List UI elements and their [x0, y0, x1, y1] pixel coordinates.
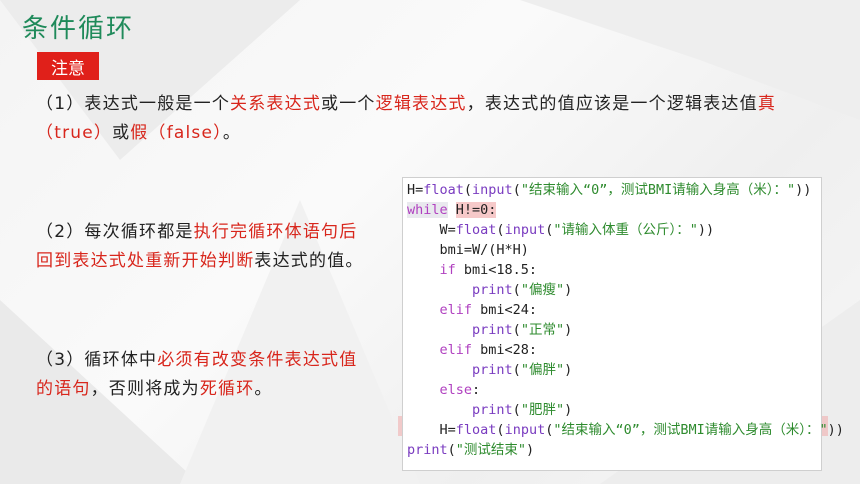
code-token: ( [496, 222, 505, 238]
code-token: ) [564, 282, 573, 298]
code-token: ( [463, 182, 473, 198]
code-line: print("偏胖") [407, 360, 572, 380]
code-line: else: [407, 380, 481, 400]
code-line: H=float(input("结束输入“0”，测试BMI请输入身高（米）：")) [407, 180, 811, 200]
code-token: ( [512, 322, 521, 338]
body-text: ，否则将成为 [90, 379, 200, 399]
code-token: print [472, 402, 513, 418]
code-line: H=float(input("结束输入“0”，测试BMI请输入身高（米）：")) [407, 420, 844, 440]
code-token: bmi<28: [472, 342, 538, 358]
code-line: if bmi<18.5: [407, 260, 538, 280]
code-token: input [472, 182, 513, 198]
point-1: （1）表达式一般是一个关系表达式或一个逻辑表达式，表达式的值应该是一个逻辑表达值… [36, 90, 816, 148]
code-token: bmi<24: [472, 302, 538, 318]
emphasis-text: 假（false） [130, 123, 223, 143]
code-token: ) [564, 402, 573, 418]
code-line: print("正常") [407, 320, 572, 340]
code-line: print("偏瘦") [407, 280, 572, 300]
code-token: H= [439, 422, 456, 438]
code-line: print("测试结束") [407, 440, 534, 460]
body-text: 。 [222, 123, 242, 143]
emphasis-text: 执行完循环体语句后回到表达式处重新开始判断 [36, 222, 358, 271]
code-token: ( [512, 362, 521, 378]
code-token: ) [526, 442, 535, 458]
code-token: ( [512, 402, 521, 418]
body-text: 或一个 [321, 94, 376, 114]
code-token: "肥胖" [520, 402, 565, 418]
code-token: input [504, 422, 546, 438]
code-token: print [472, 362, 513, 378]
code-token: print [472, 322, 513, 338]
code-token: ( [496, 422, 505, 438]
body-text: 或 [112, 123, 131, 143]
code-token: "偏胖" [520, 362, 565, 378]
code-token: ( [512, 282, 521, 298]
code-token: float [423, 182, 464, 198]
notice-badge: 注意 [37, 52, 99, 80]
code-token: )) [697, 222, 715, 238]
code-line: print("肥胖") [407, 400, 572, 420]
code-token: float [455, 222, 497, 238]
emphasis-text: 真（true） [36, 94, 777, 143]
code-token: elif [439, 342, 473, 358]
code-token: ( [447, 442, 456, 458]
code-token: : [472, 382, 481, 398]
code-token: else [439, 382, 473, 398]
code-token: ) [564, 322, 573, 338]
code-token: H!=0: [455, 202, 497, 218]
point-2: （2）每次循环都是执行完循环体语句后回到表达式处重新开始判断表达式的值。 [36, 218, 371, 276]
code-token: W= [439, 222, 456, 238]
body-text: ，表达式的值应该是一个逻辑表达值 [466, 94, 758, 114]
code-token: "结束输入“0”，测试BMI请输入身高（米）：" [520, 182, 796, 198]
body-text: （1）表达式一般是一个 [36, 94, 231, 114]
body-text: 表达式的值。 [254, 251, 364, 271]
code-token [448, 202, 456, 218]
code-line: elif bmi<24: [407, 300, 538, 320]
code-token: while [407, 202, 448, 218]
emphasis-text: 死循环 [199, 379, 255, 399]
code-token: float [455, 422, 497, 438]
code-line: W=float(input("请输入体重（公斤）：")) [407, 220, 715, 240]
code-token: "偏瘦" [520, 282, 565, 298]
emphasis-text: 逻辑表达式 [375, 94, 467, 114]
body-text: （2）每次循环都是 [36, 222, 194, 242]
body-text: （3）循环体中 [36, 350, 158, 370]
code-token: ( [512, 182, 521, 198]
code-line: elif bmi<28: [407, 340, 538, 360]
emphasis-text: 必须有改变条件表达式值的语句 [36, 350, 358, 399]
code-token: print [472, 282, 513, 298]
code-token: "测试结束" [455, 442, 527, 458]
point-3: （3）循环体中必须有改变条件表达式值的语句，否则将成为死循环。 [36, 346, 371, 404]
body-text: 。 [254, 379, 273, 399]
code-token: "正常" [520, 322, 565, 338]
code-line: bmi=W/(H*H) [407, 240, 529, 260]
slide-title: 条件循环 [22, 14, 135, 44]
code-token: bmi=W/(H*H) [439, 242, 529, 258]
code-token: print [407, 442, 448, 458]
code-token: "请输入体重（公斤）：" [553, 222, 698, 238]
code-token: if [439, 262, 456, 278]
code-token: ) [564, 362, 573, 378]
code-line: while H!=0: [407, 200, 497, 220]
emphasis-text: 关系表达式 [230, 94, 322, 114]
code-token: )) [827, 422, 844, 438]
code-token: elif [439, 302, 473, 318]
code-token: bmi<18.5: [455, 262, 538, 278]
code-token: input [504, 222, 546, 238]
code-token: "结束输入“0”，测试BMI请输入身高（米）：" [553, 422, 828, 438]
code-token: )) [795, 182, 812, 198]
code-token: ( [545, 422, 554, 438]
code-block: H=float(input("结束输入“0”，测试BMI请输入身高（米）："))… [402, 177, 844, 471]
code-token: ( [545, 222, 554, 238]
code-token: H= [407, 182, 424, 198]
